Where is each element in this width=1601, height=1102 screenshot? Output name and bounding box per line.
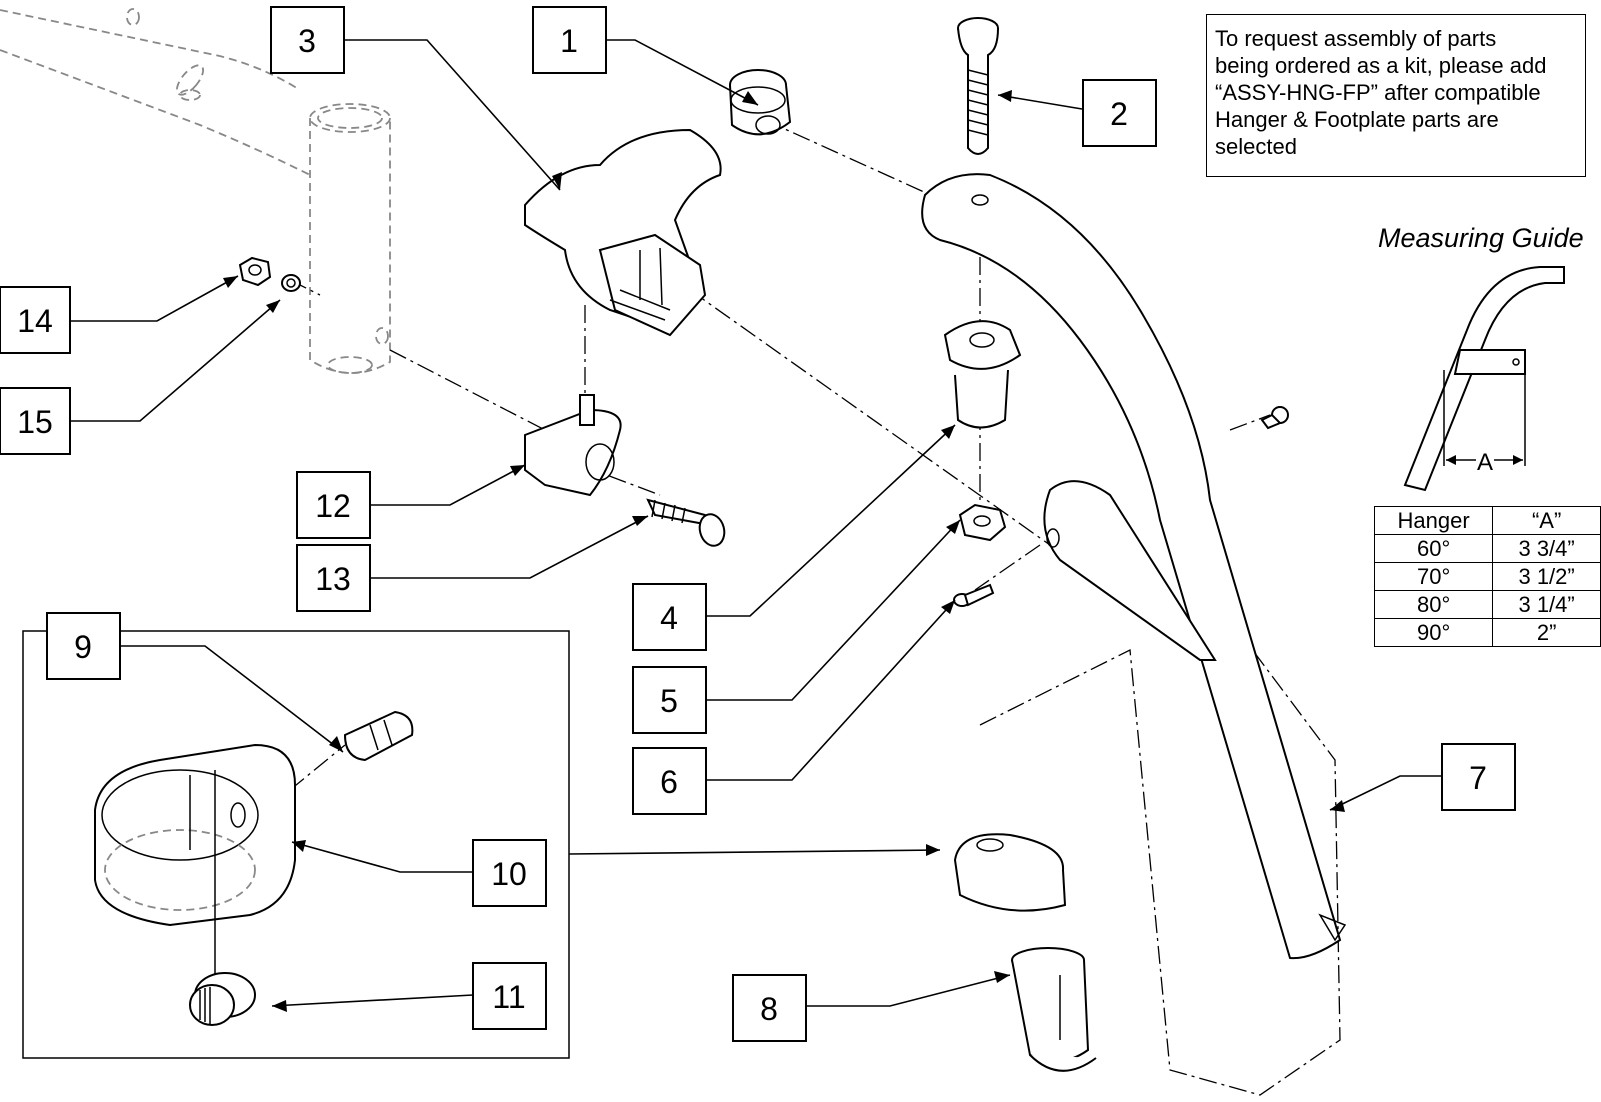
- callout-7: 7: [1441, 743, 1516, 811]
- svg-text:1: 1: [560, 23, 578, 59]
- callout-9: 9: [46, 612, 121, 680]
- frame-tube-ghost: [0, 8, 391, 374]
- nut-part-14: [238, 256, 272, 287]
- callout-6: 6: [632, 747, 707, 815]
- svg-text:3: 3: [298, 23, 316, 59]
- hanger-tube: [921, 173, 1347, 960]
- table-cell: 2”: [1492, 618, 1601, 647]
- svg-text:11: 11: [492, 979, 525, 1015]
- table-row: 60° 3 3/4”: [1373, 534, 1601, 563]
- svg-text:9: 9: [74, 629, 92, 665]
- screw-part-2: [957, 17, 999, 155]
- hanger-dimension-table: Hanger “A” 60° 3 3/4” 70° 3 1/2” 80° 3 1…: [1373, 506, 1601, 647]
- table-row: 80° 3 1/4”: [1373, 590, 1601, 619]
- washer-part-15: [281, 274, 301, 292]
- measuring-guide-sketch: A: [1403, 266, 1565, 492]
- table-cell: 90°: [1373, 618, 1494, 647]
- bushing-part-4: [943, 320, 1022, 429]
- bumper-part: [729, 69, 792, 136]
- callout-5: 5: [632, 666, 707, 734]
- table-cell: 3 1/4”: [1492, 590, 1601, 619]
- svg-text:7: 7: [1469, 760, 1487, 796]
- table-row: 90° 2”: [1373, 618, 1601, 647]
- collar-part-10: [94, 743, 296, 1010]
- svg-text:8: 8: [760, 991, 778, 1027]
- table-row: 70° 3 1/2”: [1373, 562, 1601, 591]
- svg-text:12: 12: [315, 488, 351, 524]
- nut-part-5: [958, 503, 1007, 542]
- svg-text:14: 14: [17, 303, 53, 339]
- callout-1: 1: [532, 6, 607, 74]
- screw-part-13: [646, 498, 726, 547]
- svg-text:4: 4: [660, 600, 678, 636]
- table-header-row: Hanger “A”: [1373, 506, 1601, 535]
- callout-3: 3: [270, 6, 345, 74]
- callout-12: 12: [296, 471, 371, 539]
- assembly-note: To request assembly of parts being order…: [1206, 14, 1586, 177]
- callout-15: 15: [0, 387, 71, 455]
- measuring-guide-title: Measuring Guide: [1378, 223, 1584, 253]
- screw-right: [1260, 406, 1289, 430]
- leader-arrowheads: [223, 90, 1345, 1012]
- table-cell: 80°: [1373, 590, 1494, 619]
- inset-detail-box: [22, 630, 570, 1059]
- screw-part-6: [953, 583, 995, 607]
- cap-part-11: [189, 972, 256, 1026]
- dimension-a-label: A: [1477, 449, 1493, 476]
- svg-text:5: 5: [660, 683, 678, 719]
- callout-2: 2: [1082, 79, 1157, 147]
- svg-text:15: 15: [17, 404, 53, 440]
- callout-4: 4: [632, 583, 707, 651]
- table-cell: 3 3/4”: [1492, 534, 1601, 563]
- clamp-lever-part: [524, 128, 722, 337]
- table-cell: 70°: [1373, 562, 1494, 591]
- callout-11: 11: [472, 962, 547, 1030]
- svg-text:13: 13: [315, 561, 351, 597]
- callout-14: 14: [0, 286, 71, 354]
- callout-10: 10: [472, 839, 547, 907]
- svg-text:2: 2: [1110, 96, 1128, 132]
- insert-part-8: [1011, 947, 1097, 1072]
- table-cell: 60°: [1373, 534, 1494, 563]
- clamp-block-part-12: [524, 394, 622, 497]
- svg-text:10: 10: [491, 856, 527, 892]
- table-header-a: “A”: [1492, 506, 1601, 535]
- svg-text:6: 6: [660, 764, 678, 800]
- socket-sleeve-part: [953, 833, 1067, 912]
- callout-13: 13: [296, 544, 371, 612]
- table-header-hanger: Hanger: [1373, 506, 1494, 535]
- pin-part-9: [343, 710, 414, 762]
- table-cell: 3 1/2”: [1492, 562, 1601, 591]
- leader-lines: [70, 39, 1442, 1007]
- callout-8: 8: [732, 974, 807, 1042]
